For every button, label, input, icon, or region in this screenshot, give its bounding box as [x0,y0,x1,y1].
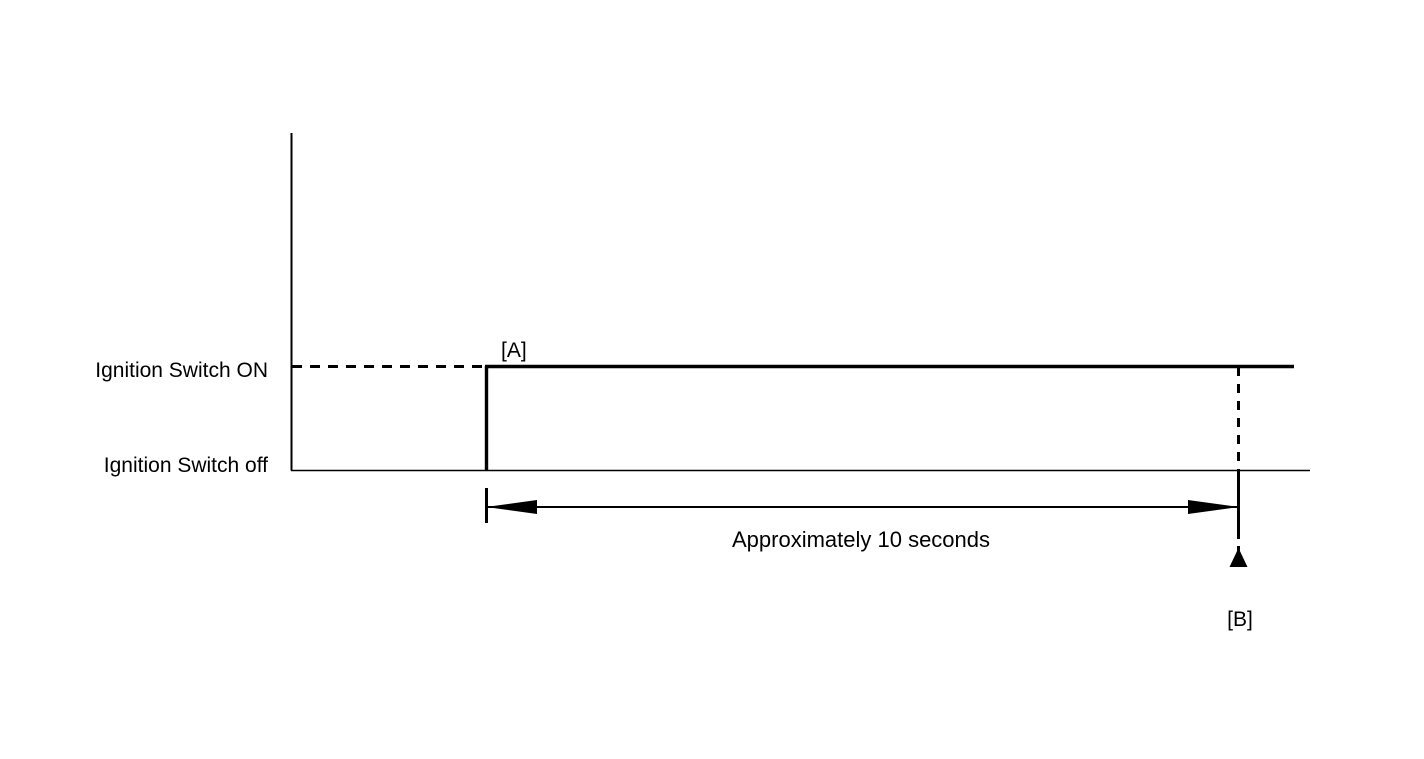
ignition-switch-on-label: Ignition Switch ON [95,359,268,382]
point-b-label: [B] [1227,608,1253,631]
duration-left-arrowhead-icon [486,500,537,514]
point-b-marker [1229,367,1248,567]
point-a-label: [A] [501,339,527,362]
ignition-switch-off-label: Ignition Switch off [104,454,268,477]
duration-label: Approximately 10 seconds [732,527,990,552]
ignition-switch-waveform [484,364,1294,471]
point-b-triangle-icon [1229,548,1248,567]
duration-right-arrowhead-icon [1188,500,1239,514]
chart-axes [290,133,1310,472]
duration-dimension-line [485,488,1239,523]
